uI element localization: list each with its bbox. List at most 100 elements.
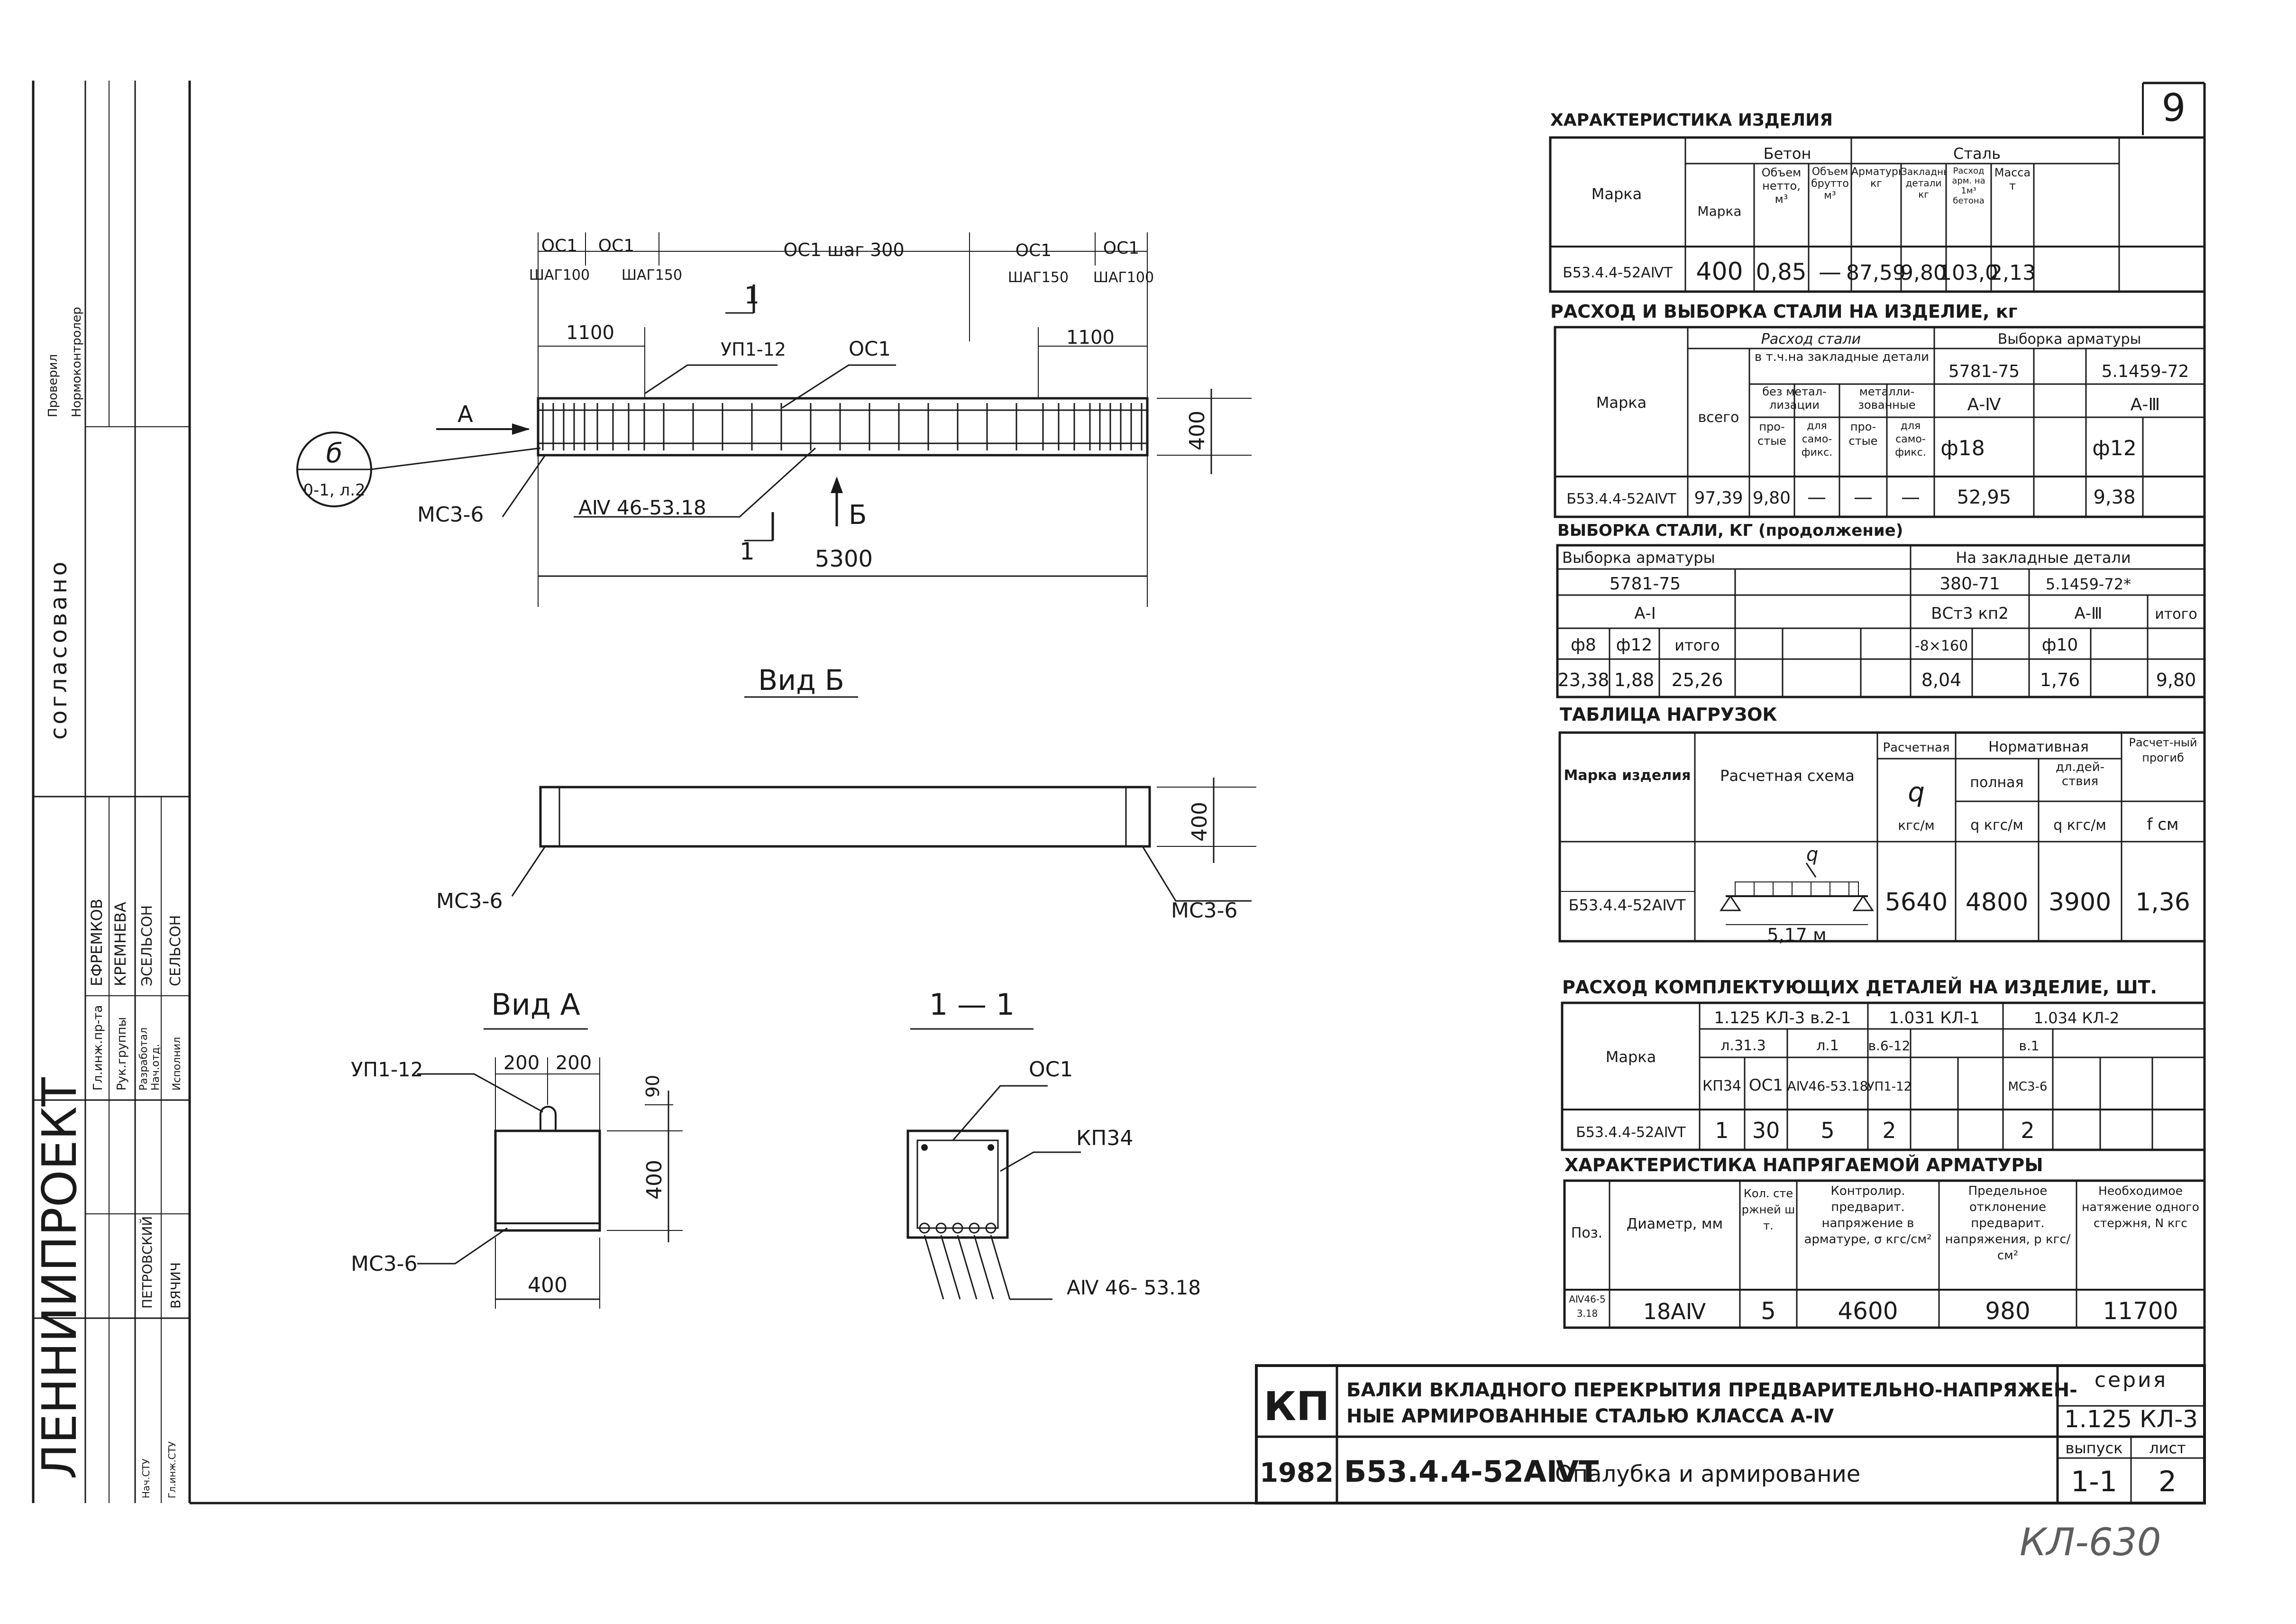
role-7: Гл.инж.СТУ — [166, 1441, 178, 1498]
load-col-defl-unit: f см — [2147, 815, 2178, 834]
load-col-scheme: Расчетная схема — [1720, 767, 1855, 785]
approved-label: согласовано — [46, 559, 72, 740]
steel-group-rashod: Расход стали — [1761, 331, 1861, 348]
steel-row-s2: — — [1807, 486, 1826, 508]
section-os-label: ОС1 — [1029, 1057, 1073, 1082]
view-a-dim-90: 90 — [642, 1075, 663, 1098]
char-row-net: 0,85 — [1756, 259, 1807, 285]
steel-cont-h-itogo: итого — [1674, 636, 1720, 654]
label-rebar-elev: АⅣ 46-53.18 — [578, 496, 706, 519]
load-col-q: q — [1908, 777, 1925, 808]
elevation-labels: ОС1 ШАГ100 ОС1 ШАГ150 ОС1 шаг 300 ОС1 ША… — [303, 236, 1209, 572]
steel-cont-v-plate: 8,04 — [1921, 670, 1962, 690]
steel-cls1: А-Ⅳ — [1967, 395, 2001, 414]
prestress-col-sigma: Контролир. предварит. напряжение в армат… — [1804, 1184, 1932, 1247]
title-sheet-value: 2 — [2159, 1465, 2177, 1498]
section-mark-bottom: 1 — [740, 538, 755, 565]
title-block — [1255, 1364, 2206, 1505]
prestress-row-force: 11700 — [2103, 1297, 2178, 1325]
char-col-5: Закладные детали кг — [1901, 166, 1946, 200]
parts-sheet-3: в.6-12 — [1868, 1038, 1911, 1054]
load-col-calc: Расчетная — [1883, 741, 1950, 755]
title-series-label: серия — [2095, 1368, 2168, 1392]
steel-row-s4: — — [1901, 486, 1920, 508]
load-col-full-unit: q кгс/м — [1970, 817, 2023, 834]
parts-row-kp34: 1 — [1715, 1118, 1729, 1143]
parts-row-marka: Б53.4.4-52АⅣТ — [1576, 1124, 1686, 1141]
name-5: ВЯЧИЧ — [168, 1262, 183, 1309]
prestress-row-dia: 18АⅣ — [1643, 1299, 1706, 1324]
title-issue-value: 1-1 — [2071, 1465, 2117, 1498]
steel-cont-h-plate: -8×160 — [1915, 638, 1968, 654]
steel-cont-std-arm: 5781-75 — [1610, 574, 1681, 594]
steel-cont-itogo-head: итого — [2155, 606, 2197, 623]
steel-table-title: РАСХОД И ВЫБОРКА СТАЛИ НА ИЗДЕЛИЕ, кг — [1550, 301, 2018, 322]
load-col-q-unit: кгс/м — [1898, 817, 1935, 833]
section-1-1 — [906, 1028, 1081, 1300]
view-a-dim-200-left: 200 — [503, 1052, 540, 1074]
parts-row-mc: 2 — [2021, 1118, 2034, 1143]
char-row-gross: — — [1819, 259, 1841, 285]
section-kp-label: КП34 — [1076, 1126, 1133, 1150]
steel-cont-std-z2: 5.1459-72* — [2046, 575, 2131, 593]
prestress-table — [1563, 1179, 2206, 1329]
parts-sheet-1: л.31.3 — [1720, 1037, 1766, 1054]
char-col-marka: Марка — [1592, 185, 1642, 203]
dim-step-150-a: ШАГ150 — [622, 267, 682, 284]
steel-dia1: ф18 — [1940, 436, 1985, 460]
parts-sheet-4: в.1 — [2019, 1038, 2039, 1054]
parts-col-up: УП1-12 — [1867, 1080, 1912, 1094]
dim-os1-step300: ОС1 шаг 300 — [783, 239, 904, 260]
dim-1100-right: 1100 — [1066, 327, 1115, 349]
load-col-long: дл.дей-ствия — [2055, 760, 2105, 789]
callout-main: б — [326, 438, 343, 469]
prestress-row-sigma: 4600 — [1838, 1297, 1898, 1325]
load-table-title: ТАБЛИЦА НАГРУЗОК — [1560, 704, 1777, 725]
steel-group-vyborka: Выборка арматуры — [1998, 331, 2141, 348]
steel-cont-v-d10: 1,76 — [2040, 670, 2080, 690]
view-b-dim-400: 400 — [1188, 802, 1212, 842]
load-row-full: 4800 — [1966, 888, 2028, 917]
steel-row-s1: 9,80 — [1753, 488, 1791, 508]
label-mc3-6-elev: МС3-6 — [417, 503, 484, 527]
steel-sub-1: про-стые — [1757, 420, 1786, 448]
steel-cont-v-d12: 1,88 — [1614, 670, 1655, 690]
steel-cont-table — [1556, 544, 2206, 698]
load-row-marka: Б53.4.4-52АⅣТ — [1569, 896, 1686, 914]
title-issue-label: выпуск — [2066, 1439, 2123, 1457]
dim-os1-d: ОС1 — [1103, 239, 1139, 258]
label-os1: ОС1 — [849, 337, 891, 360]
view-b-title: Вид Б — [758, 664, 844, 697]
steel-sub-3: про-стые — [1848, 420, 1878, 448]
load-row-long: 3900 — [2049, 888, 2111, 917]
steel-sub-vtch: в т.ч.на закладные детали — [1754, 350, 1930, 364]
role-6: Нач.СТУ — [140, 1459, 152, 1498]
title-product: Б53.4.4-52АⅣТ — [1344, 1454, 1599, 1489]
char-col-2: Объем нетто, м³ — [1761, 166, 1802, 206]
steel-sub-bez: без метал-лизации — [1762, 385, 1827, 412]
char-group-beton: Бетон — [1764, 145, 1811, 163]
view-b-mc-left: МС3-6 — [436, 889, 503, 913]
section-mark-top: 1 — [744, 282, 759, 309]
char-row-mass: 2,13 — [1989, 261, 2036, 285]
view-a-up-label: УП1-12 — [351, 1058, 423, 1081]
title-line-1: БАЛКИ ВКЛАДНОГО ПЕРЕКРЫТИЯ ПРЕДВАРИТЕЛЬН… — [1346, 1379, 2077, 1401]
parts-table-title: РАСХОД КОМПЛЕКТУЮЩИХ ДЕТАЛЕЙ НА ИЗДЕЛИЕ,… — [1562, 977, 2157, 998]
prestress-table-title: ХАРАКТЕРИСТИКА НАПРЯГАЕМОЙ АРМАТУРЫ — [1564, 1155, 2043, 1175]
steel-cont-std-z1: 380-71 — [1939, 574, 2000, 594]
callout-sub: 0-1, л.2 — [303, 481, 365, 500]
parts-series-3: 1.034 КЛ-2 — [2034, 1009, 2119, 1027]
org-name: ЛЕННИИПРОЕКТ — [32, 1077, 87, 1479]
steel-cont-v-d8: 23,38 — [1558, 670, 1610, 690]
prestress-col-force: Необходимое натяжение одного стержня, N … — [2082, 1184, 2199, 1230]
steel-cont-h-d12: ф12 — [1616, 635, 1653, 655]
load-col-defl: Расчет-ный прогиб — [2129, 736, 2197, 764]
parts-sheet-2: л.1 — [1816, 1037, 1839, 1054]
steel-std1: 5781-75 — [1948, 362, 2020, 381]
view-a-title: Вид А — [491, 987, 580, 1022]
dim-os1-a: ОС1 — [541, 236, 577, 256]
prestress-row-dev: 980 — [1985, 1297, 2030, 1325]
steel-dia2: ф12 — [2092, 436, 2137, 460]
steel-cont-cls-a1: А-Ⅰ — [1634, 604, 1656, 623]
view-a-mc-label: МС3-6 — [351, 1252, 418, 1276]
